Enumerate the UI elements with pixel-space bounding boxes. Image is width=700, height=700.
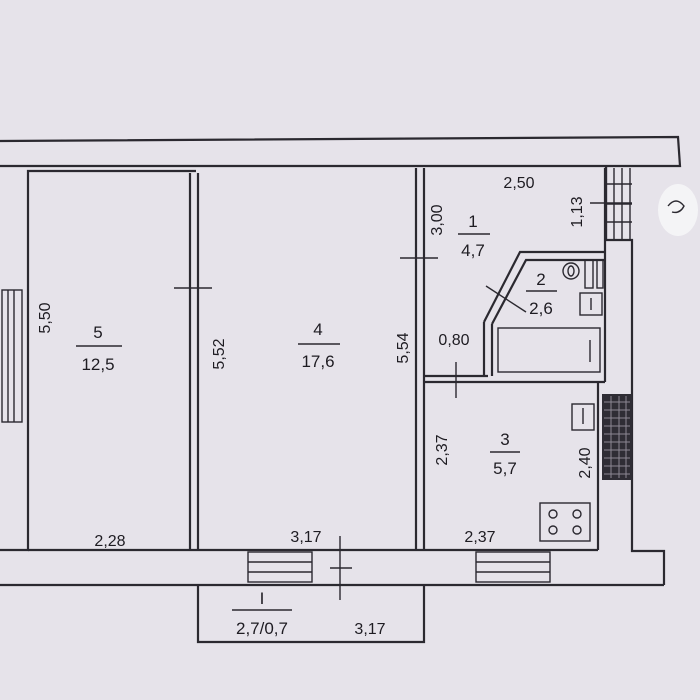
dim-room4-right-length: 5,54 — [395, 332, 412, 363]
entrance-stairs — [606, 168, 632, 240]
dimension-labels: 2,50 1,13 3,00 5,50 5,52 5,54 0,80 2,37 … — [37, 175, 594, 638]
balcony-area: 2,7/0,7 — [236, 619, 288, 638]
kitchen-sink — [571, 403, 595, 431]
room-2-number: 2 — [536, 270, 545, 289]
room-1-area: 4,7 — [461, 241, 485, 260]
room-5-number: 5 — [93, 323, 102, 342]
room-1-number: 1 — [468, 212, 477, 231]
room-4-number: 4 — [313, 320, 322, 339]
toilet-tank — [584, 259, 594, 289]
dim-corridor-width: 0,80 — [438, 332, 469, 349]
dim-kitchen-left: 2,37 — [434, 434, 451, 465]
bathroom-walls — [482, 250, 605, 376]
dim-room5-width: 2,28 — [94, 533, 125, 550]
room-3-number: 3 — [500, 430, 509, 449]
dim-room1-height: 3,00 — [429, 204, 446, 235]
dim-room1-width: 2,50 — [503, 175, 534, 192]
room-labels: 1 4,7 2 2,6 3 5,7 4 17,6 5 12,5 I 2,7/0,… — [76, 212, 557, 638]
dim-balcony-width: 3,17 — [354, 621, 385, 638]
stove — [539, 502, 591, 542]
window-left — [1, 289, 23, 423]
room-3-area: 5,7 — [493, 459, 517, 478]
bathtub — [497, 327, 601, 373]
balcony-number: I — [260, 589, 265, 608]
window-bottom-middle — [247, 551, 313, 583]
dim-room4-width: 3,17 — [290, 529, 321, 546]
dim-room5-length: 5,50 — [37, 302, 54, 333]
dim-entrance-depth: 1,13 — [569, 196, 586, 227]
dim-kitchen-width: 2,37 — [464, 529, 495, 546]
toilet — [562, 262, 580, 280]
sink — [579, 292, 603, 316]
window-bottom-right — [475, 551, 551, 583]
radiator — [602, 394, 632, 480]
dim-kitchen-right: 2,40 — [577, 447, 594, 478]
paper-tear — [658, 184, 698, 236]
room-2-area: 2,6 — [529, 299, 553, 318]
door-marks — [174, 202, 632, 600]
room-4-area: 17,6 — [301, 352, 334, 371]
dim-room4-left-length: 5,52 — [211, 338, 228, 369]
room-5-area: 12,5 — [81, 355, 114, 374]
balcony — [196, 585, 426, 644]
